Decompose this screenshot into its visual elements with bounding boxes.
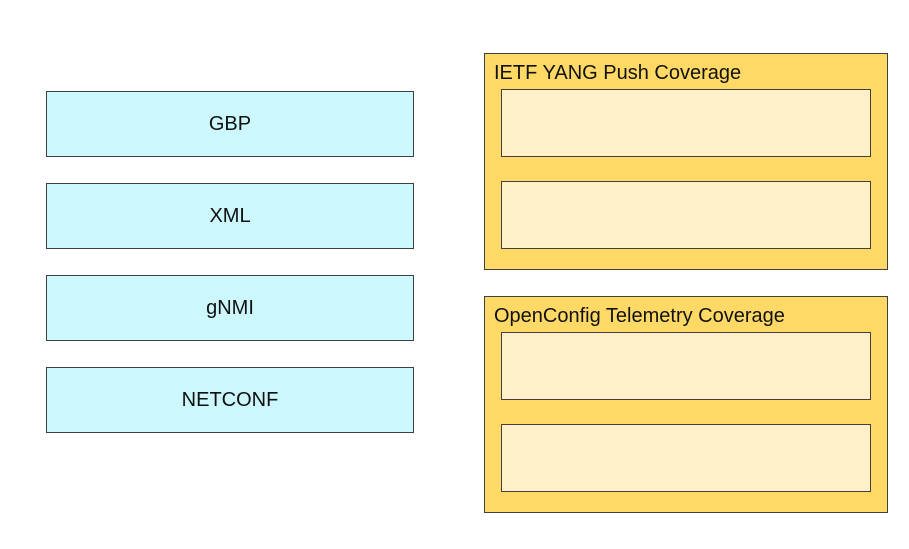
drag-item-gbp[interactable]: GBP	[46, 91, 414, 157]
drop-slot[interactable]	[501, 89, 871, 157]
drop-slot[interactable]	[501, 181, 871, 249]
drag-item-label: XML	[209, 204, 251, 227]
drag-item-label: NETCONF	[181, 388, 279, 411]
drop-slot[interactable]	[501, 424, 871, 492]
drop-zone-title: IETF YANG Push Coverage	[494, 62, 742, 84]
drop-zone-title: OpenConfig Telemetry Coverage	[494, 305, 785, 327]
drop-zone-ietf-yang-push: IETF YANG Push Coverage	[484, 53, 888, 270]
drag-item-xml[interactable]: XML	[46, 183, 414, 249]
drag-item-netconf[interactable]: NETCONF	[46, 367, 414, 433]
drop-slot[interactable]	[501, 332, 871, 400]
drag-item-label: gNMI	[206, 296, 254, 319]
drag-item-gnmi[interactable]: gNMI	[46, 275, 414, 341]
drop-zone-openconfig-telemetry: OpenConfig Telemetry Coverage	[484, 296, 888, 513]
drag-item-label: GBP	[208, 112, 252, 135]
